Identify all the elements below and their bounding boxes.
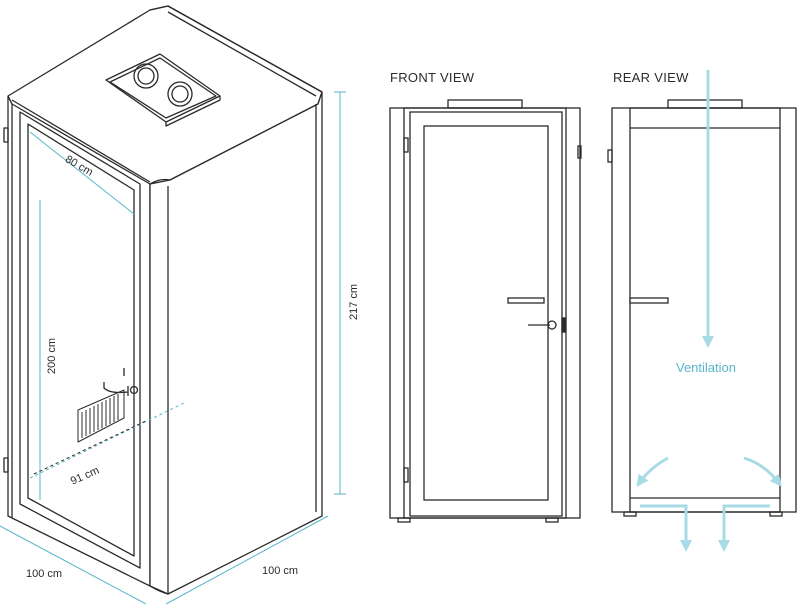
hinge-icon: [3, 457, 9, 473]
front-view-title: FRONT VIEW: [390, 70, 475, 85]
vent-grille: [77, 389, 125, 443]
foot: [623, 511, 637, 517]
top-fan-cap: [667, 99, 743, 109]
front-glass-panel: [423, 125, 549, 501]
front-door-frame: [409, 111, 563, 517]
foot: [397, 517, 411, 523]
fan-icon: [167, 81, 193, 107]
width-right-line: [165, 515, 329, 605]
rear-view-title: REAR VIEW: [613, 70, 689, 85]
airflow-right-curve: [743, 456, 782, 487]
ventilation-label: Ventilation: [676, 360, 736, 375]
airflow-left-curve: [636, 456, 669, 487]
rear-view-drawing: [607, 99, 797, 517]
ventilation-arrows: [636, 70, 782, 552]
width-left-label: 100 cm: [26, 568, 63, 580]
hinge-icon: [403, 137, 409, 153]
fan-unit: [105, 53, 221, 127]
hinge-icon: [3, 127, 9, 143]
front-pull-bar: [507, 297, 545, 304]
front-view-drawing: [389, 99, 582, 523]
dimension-lines: [0, 91, 346, 605]
width-inner-line: [29, 401, 187, 479]
fan-icon: [133, 63, 159, 89]
depth-inner-line: [29, 131, 135, 215]
height-inner-label: 200 cm: [46, 337, 58, 374]
foot: [545, 517, 559, 523]
foot: [769, 511, 783, 517]
front-outer-frame: [389, 107, 581, 519]
top-fan-cap: [447, 99, 523, 109]
width-left-line: [0, 525, 147, 605]
rear-outer-frame: [611, 107, 797, 513]
height-total-label: 217 cm: [348, 283, 360, 320]
width-right-label: 100 cm: [262, 565, 299, 577]
fan-unit-base: [165, 96, 221, 127]
glass-door-frame: [19, 111, 141, 569]
hinge-icon: [403, 467, 409, 483]
rear-bar: [629, 297, 669, 304]
airflow-out-right: [718, 504, 770, 552]
airflow-out-left: [640, 504, 692, 552]
isometric-booth: [3, 5, 323, 595]
